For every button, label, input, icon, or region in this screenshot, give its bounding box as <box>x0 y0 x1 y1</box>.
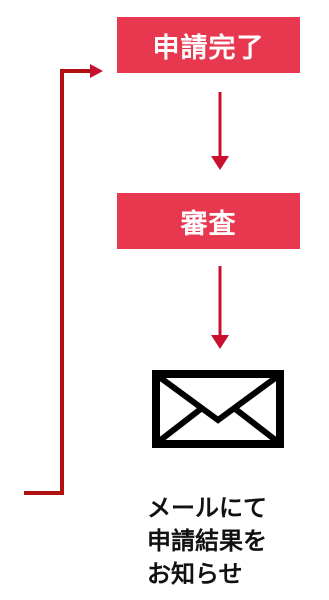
loop-back-arrowhead <box>90 64 103 78</box>
step-label: 審査 <box>180 208 237 240</box>
loop-back-arrow <box>24 69 94 495</box>
arrowhead-step1-to-step2 <box>211 156 229 170</box>
notice-line: 申請結果を <box>147 527 267 555</box>
notice-line: お知らせ <box>147 560 243 588</box>
arrowhead-step2-to-mail <box>211 335 229 349</box>
step-application-complete: 申請完了 <box>117 17 300 73</box>
notice-line: メールにて <box>147 494 267 522</box>
envelope-icon <box>152 370 284 448</box>
step-review: 審査 <box>117 193 300 249</box>
result-notice-text: メールにて 申請結果を お知らせ <box>147 492 317 591</box>
step-label: 申請完了 <box>152 32 265 64</box>
